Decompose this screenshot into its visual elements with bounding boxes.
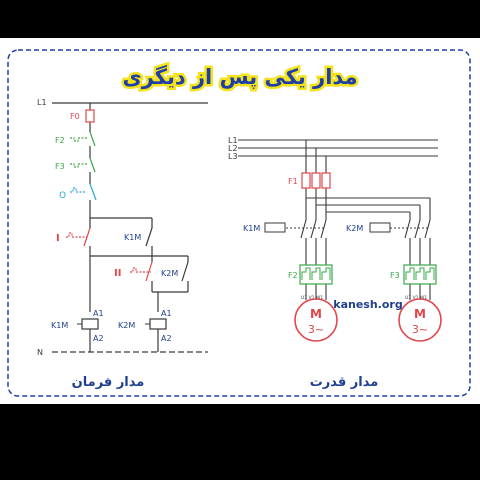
fuse-f1-l2 [311,172,321,189]
control-neutral-label: N [37,348,43,357]
overload-f3-power-label: F3 [390,271,400,280]
motor-1-letter: M [310,307,322,321]
coil-k1m-label: K1M [51,321,68,330]
start-2-button-symbol [130,261,153,282]
motor-1: M 3~ [294,298,338,342]
overload-f3-relay [403,264,437,285]
fuse-f0-label: F0 [70,112,80,121]
coil-k1m-a1: A1 [93,309,104,318]
power-l1-label: L1 [228,136,238,145]
watermark: kanesh.org [333,298,402,311]
contactor-k1m-label: K1M [243,224,260,233]
motor-1-terminals: U1 V1 W1 [301,295,323,301]
motor-2-phase: 3~ [412,323,428,336]
control-circuit-caption: مدار فرمان [72,375,145,390]
fuse-f1-l3 [321,172,331,189]
contactor-k1m-coil [264,222,286,233]
coil-k2m-symbol [149,318,167,330]
contactor-k2m-label: K2M [346,224,363,233]
control-circuit [52,102,208,353]
power-circuit-caption: مدار قدرت [310,375,379,390]
coil-k2m-label: K2M [118,321,135,330]
overload-f2-power-label: F2 [288,271,298,280]
coil-k1m-a2: A2 [93,334,104,343]
fuse-f1-label: F1 [288,177,298,186]
control-l1-label: L1 [37,98,47,107]
start-2-label: II [114,268,121,279]
power-l2-label: L2 [228,144,238,153]
stop-button-symbol [70,183,97,201]
aux-k2m-label: K2M [161,269,178,278]
stop-button-label: O [59,191,66,201]
coil-k1m-symbol [81,318,99,330]
page-title: مدار یکی پس از دیگری [122,64,357,89]
contactor-k2m-contacts [390,219,431,239]
motor-2-letter: M [414,307,426,321]
start-1-label: I [56,233,60,244]
overload-f2-contact [70,131,96,147]
aux-k1m-contact [145,227,153,247]
contactor-k1m-contacts [286,219,327,239]
panel-background [0,38,480,404]
motor-2: M 3~ [398,298,442,342]
motor-1-phase: 3~ [308,323,324,336]
overload-f3-contact [70,157,96,173]
coil-k2m-a2: A2 [161,334,172,343]
start-1-button-symbol [66,227,91,247]
contactor-k2m-coil [369,222,391,233]
power-l3-label: L3 [228,152,238,161]
power-circuit [238,139,438,300]
fuse-f0-symbol [85,109,95,123]
overload-f2-label: F2 [55,136,65,145]
aux-k2m-contact [181,261,189,282]
page-title-glow: مدار یکی پس از دیگری [122,64,357,89]
coil-k2m-a1: A1 [161,309,172,318]
overload-f2-relay [299,264,333,285]
fuse-f1-l1 [301,172,311,189]
motor-2-terminals: U1 V1 W1 [405,295,427,301]
overload-f3-label: F3 [55,162,65,171]
panel-border [7,49,471,397]
aux-k1m-label: K1M [124,233,141,242]
